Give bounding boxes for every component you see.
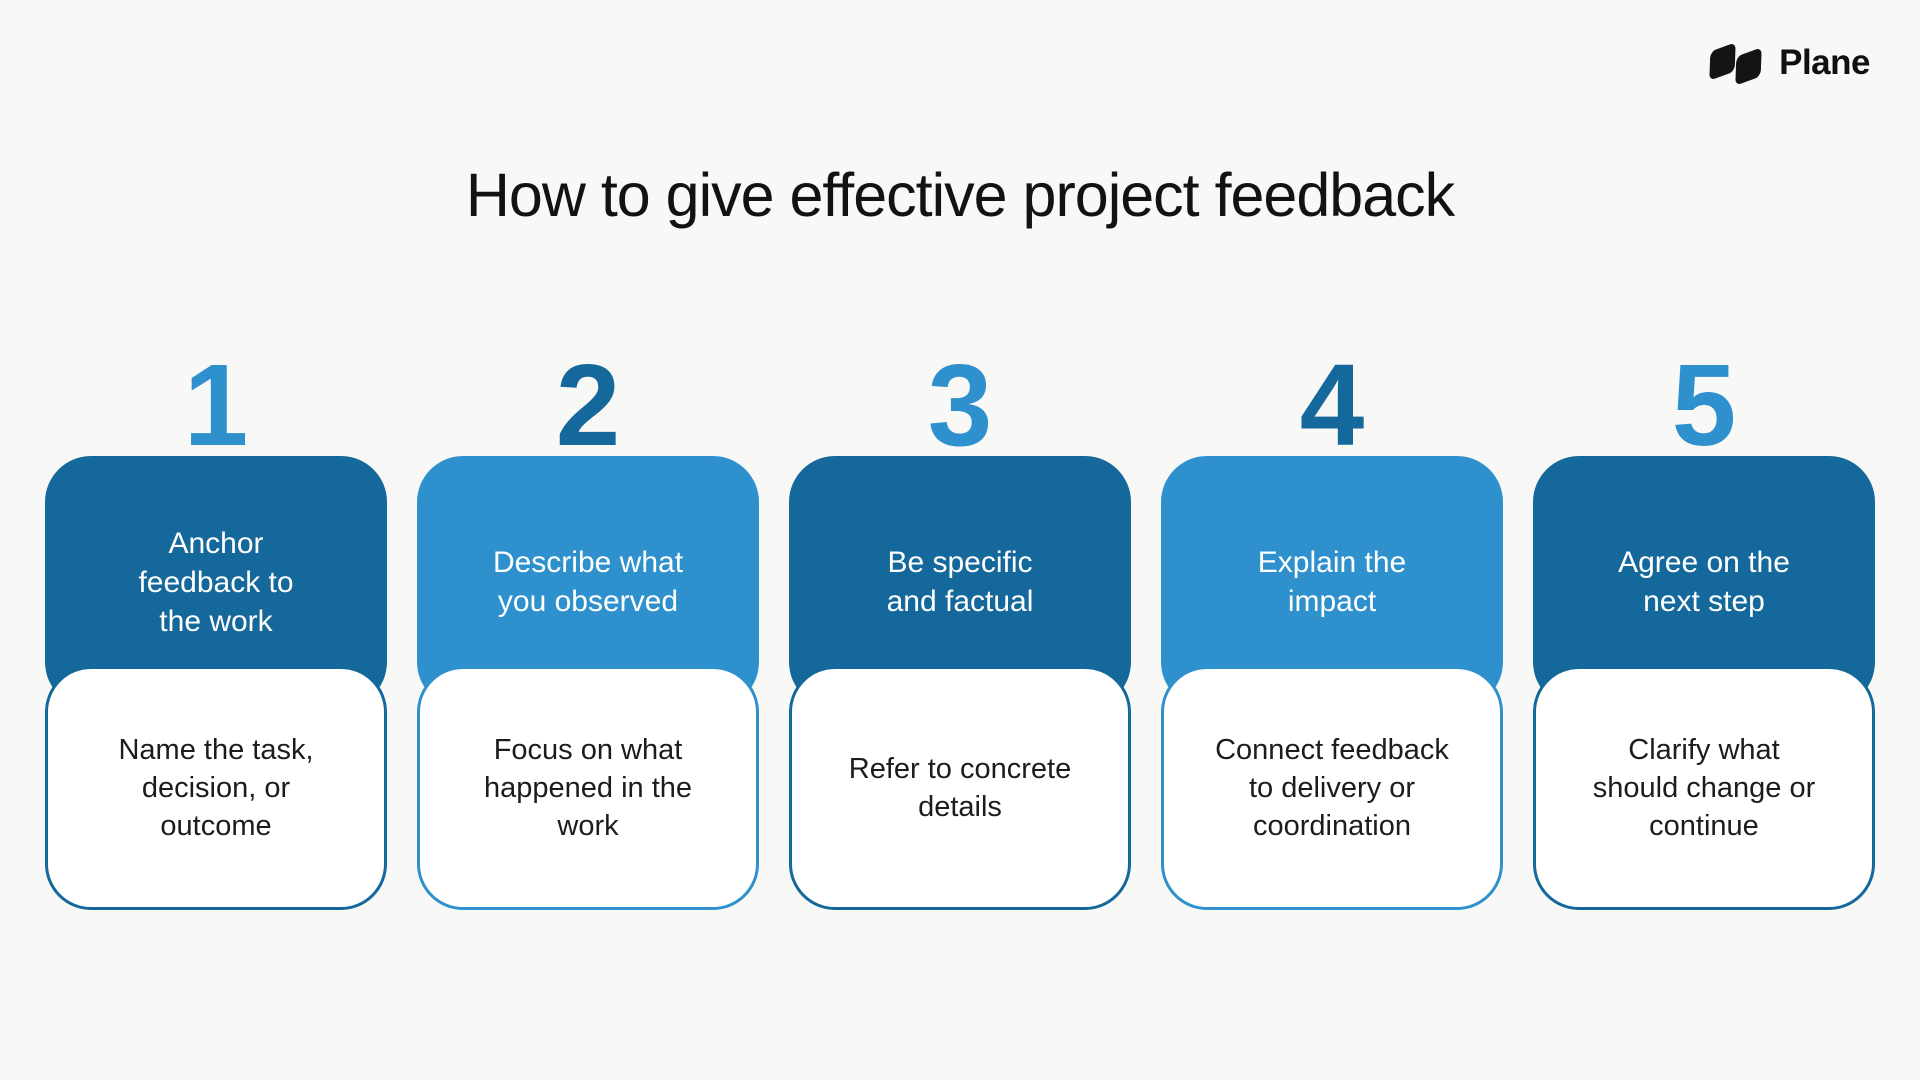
- step-5-number: 5: [1671, 340, 1737, 471]
- step-1-number: 1: [183, 340, 249, 471]
- step-2-description: Focus on what happened in the work: [483, 733, 693, 843]
- step-4-title: Explain the impact: [1257, 546, 1407, 618]
- step-3-title: Be specific and factual: [886, 546, 1034, 618]
- plane-logo: Plane: [1705, 40, 1870, 86]
- step-5-description: Clarify what should change or continue: [1592, 733, 1816, 843]
- step-1-description: Name the task, decision, or outcome: [118, 733, 314, 843]
- steps-row: 1 Anchor feedback to the work Name the t…: [45, 340, 1875, 910]
- step-1: 1 Anchor feedback to the work Name the t…: [45, 340, 387, 910]
- step-5: 5 Agree on the next step Clarify what sh…: [1533, 340, 1875, 910]
- step-2-number: 2: [555, 340, 621, 471]
- step-1-title: Anchor feedback to the work: [138, 526, 294, 638]
- step-2-body-card: Focus on what happened in the work: [417, 666, 759, 910]
- step-5-title: Agree on the next step: [1618, 546, 1790, 618]
- step-1-body-card: Name the task, decision, or outcome: [45, 666, 387, 910]
- logo-parallelogram-left: [1709, 42, 1736, 81]
- plane-logo-text: Plane: [1779, 43, 1870, 82]
- step-4-body-card: Connect feedback to delivery or coordina…: [1161, 666, 1503, 910]
- logo-parallelogram-right: [1735, 47, 1762, 86]
- step-5-body-card: Clarify what should change or continue: [1533, 666, 1875, 910]
- step-3-description: Refer to concrete details: [848, 752, 1072, 823]
- step-2-title: Describe what you observed: [492, 546, 684, 618]
- step-3: 3 Be specific and factual Refer to concr…: [789, 340, 1131, 910]
- step-4: 4 Explain the impact Connect feedback to…: [1161, 340, 1503, 910]
- step-3-body-card: Refer to concrete details: [789, 666, 1131, 910]
- step-2: 2 Describe what you observed Focus on wh…: [417, 340, 759, 910]
- step-4-number: 4: [1299, 340, 1365, 471]
- step-3-number: 3: [927, 340, 993, 471]
- page-title: How to give effective project feedback: [465, 161, 1455, 229]
- step-4-description: Connect feedback to delivery or coordina…: [1215, 733, 1449, 843]
- plane-logo-icon: [1705, 40, 1767, 86]
